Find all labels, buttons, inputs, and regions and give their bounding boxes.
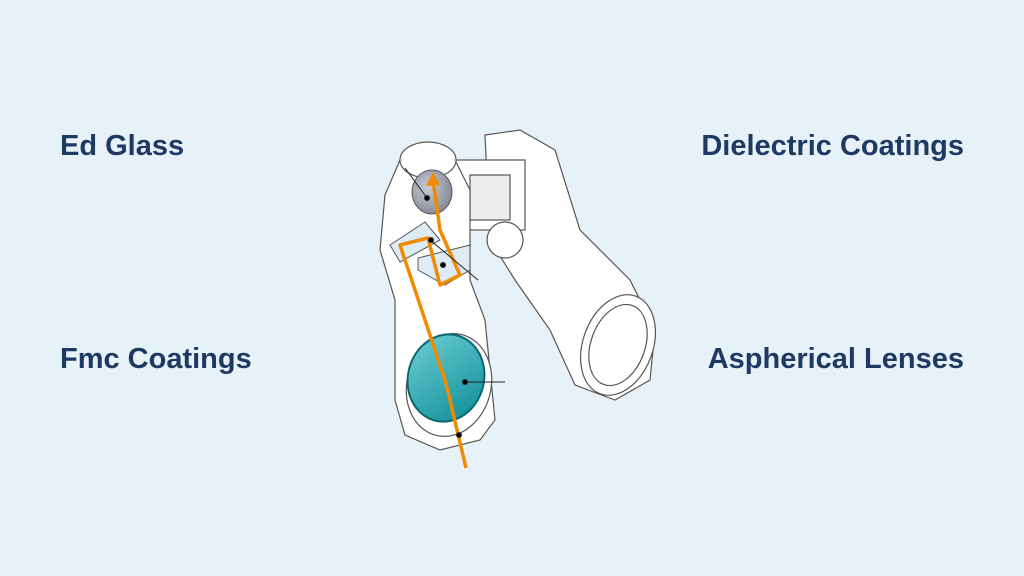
bridge <box>454 159 526 259</box>
eyepiece-lens <box>411 169 453 215</box>
arrow-head-icon <box>426 172 440 186</box>
right-barrel <box>484 129 656 401</box>
label-aspherical-lenses: Aspherical Lenses <box>707 343 964 375</box>
label-dielectric-coatings: Dielectric Coatings <box>701 130 964 162</box>
label-ed-glass: Ed Glass <box>60 130 185 162</box>
callout-lines <box>404 167 505 438</box>
light-path <box>398 179 468 469</box>
label-fmc-coatings: Fmc Coatings <box>60 343 252 375</box>
